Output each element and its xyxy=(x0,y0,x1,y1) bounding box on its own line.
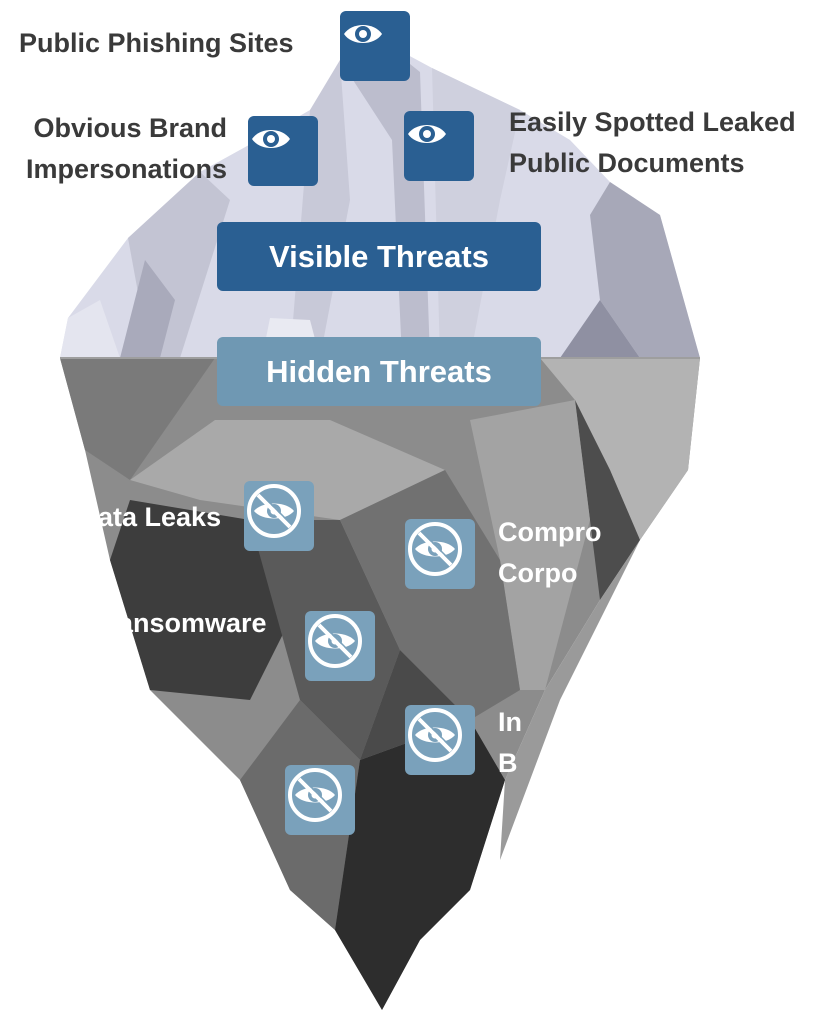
ice-facet xyxy=(590,182,700,358)
hidden-item-icon-box xyxy=(305,611,375,681)
visible-item-label: Public Phishing Sites xyxy=(19,28,294,58)
visible-item-icon-box xyxy=(404,111,474,181)
hidden-item-label: ata Leaks xyxy=(98,502,222,532)
rock-facet xyxy=(340,470,520,720)
visible-item-icon-box xyxy=(248,116,318,186)
visible-item-label: Obvious Brand Impersonations xyxy=(25,113,227,184)
rock-facet xyxy=(130,420,445,520)
visible-item-label: Easily Spotted Leaked Public Documents xyxy=(509,107,796,178)
hidden-threats-label: Hidden Threats xyxy=(266,353,492,389)
hidden-item-label: Compro Corpo xyxy=(498,517,602,588)
ice-facet xyxy=(560,300,640,358)
hidden-item-label: ansomware xyxy=(118,608,267,638)
hidden-threats-band: Hidden Threats xyxy=(217,337,541,406)
rock-facet xyxy=(60,358,215,480)
visible-threats-label: Visible Threats xyxy=(269,238,489,274)
rock-facet xyxy=(335,720,505,1010)
hidden-item-label: In B xyxy=(498,707,522,778)
hidden-item-icon-box xyxy=(244,481,314,551)
rock-facet xyxy=(575,400,640,600)
rock-facet xyxy=(540,358,700,540)
hidden-item-icon-box xyxy=(405,705,475,775)
hidden-item-icon-box xyxy=(285,765,355,835)
ice-facet xyxy=(120,260,175,358)
visible-threats-band: Visible Threats xyxy=(217,222,541,291)
rock-facet xyxy=(470,400,590,690)
ice-facet xyxy=(60,300,120,358)
hidden-item-icon-box xyxy=(405,519,475,589)
visible-item-icon-box xyxy=(340,11,410,81)
